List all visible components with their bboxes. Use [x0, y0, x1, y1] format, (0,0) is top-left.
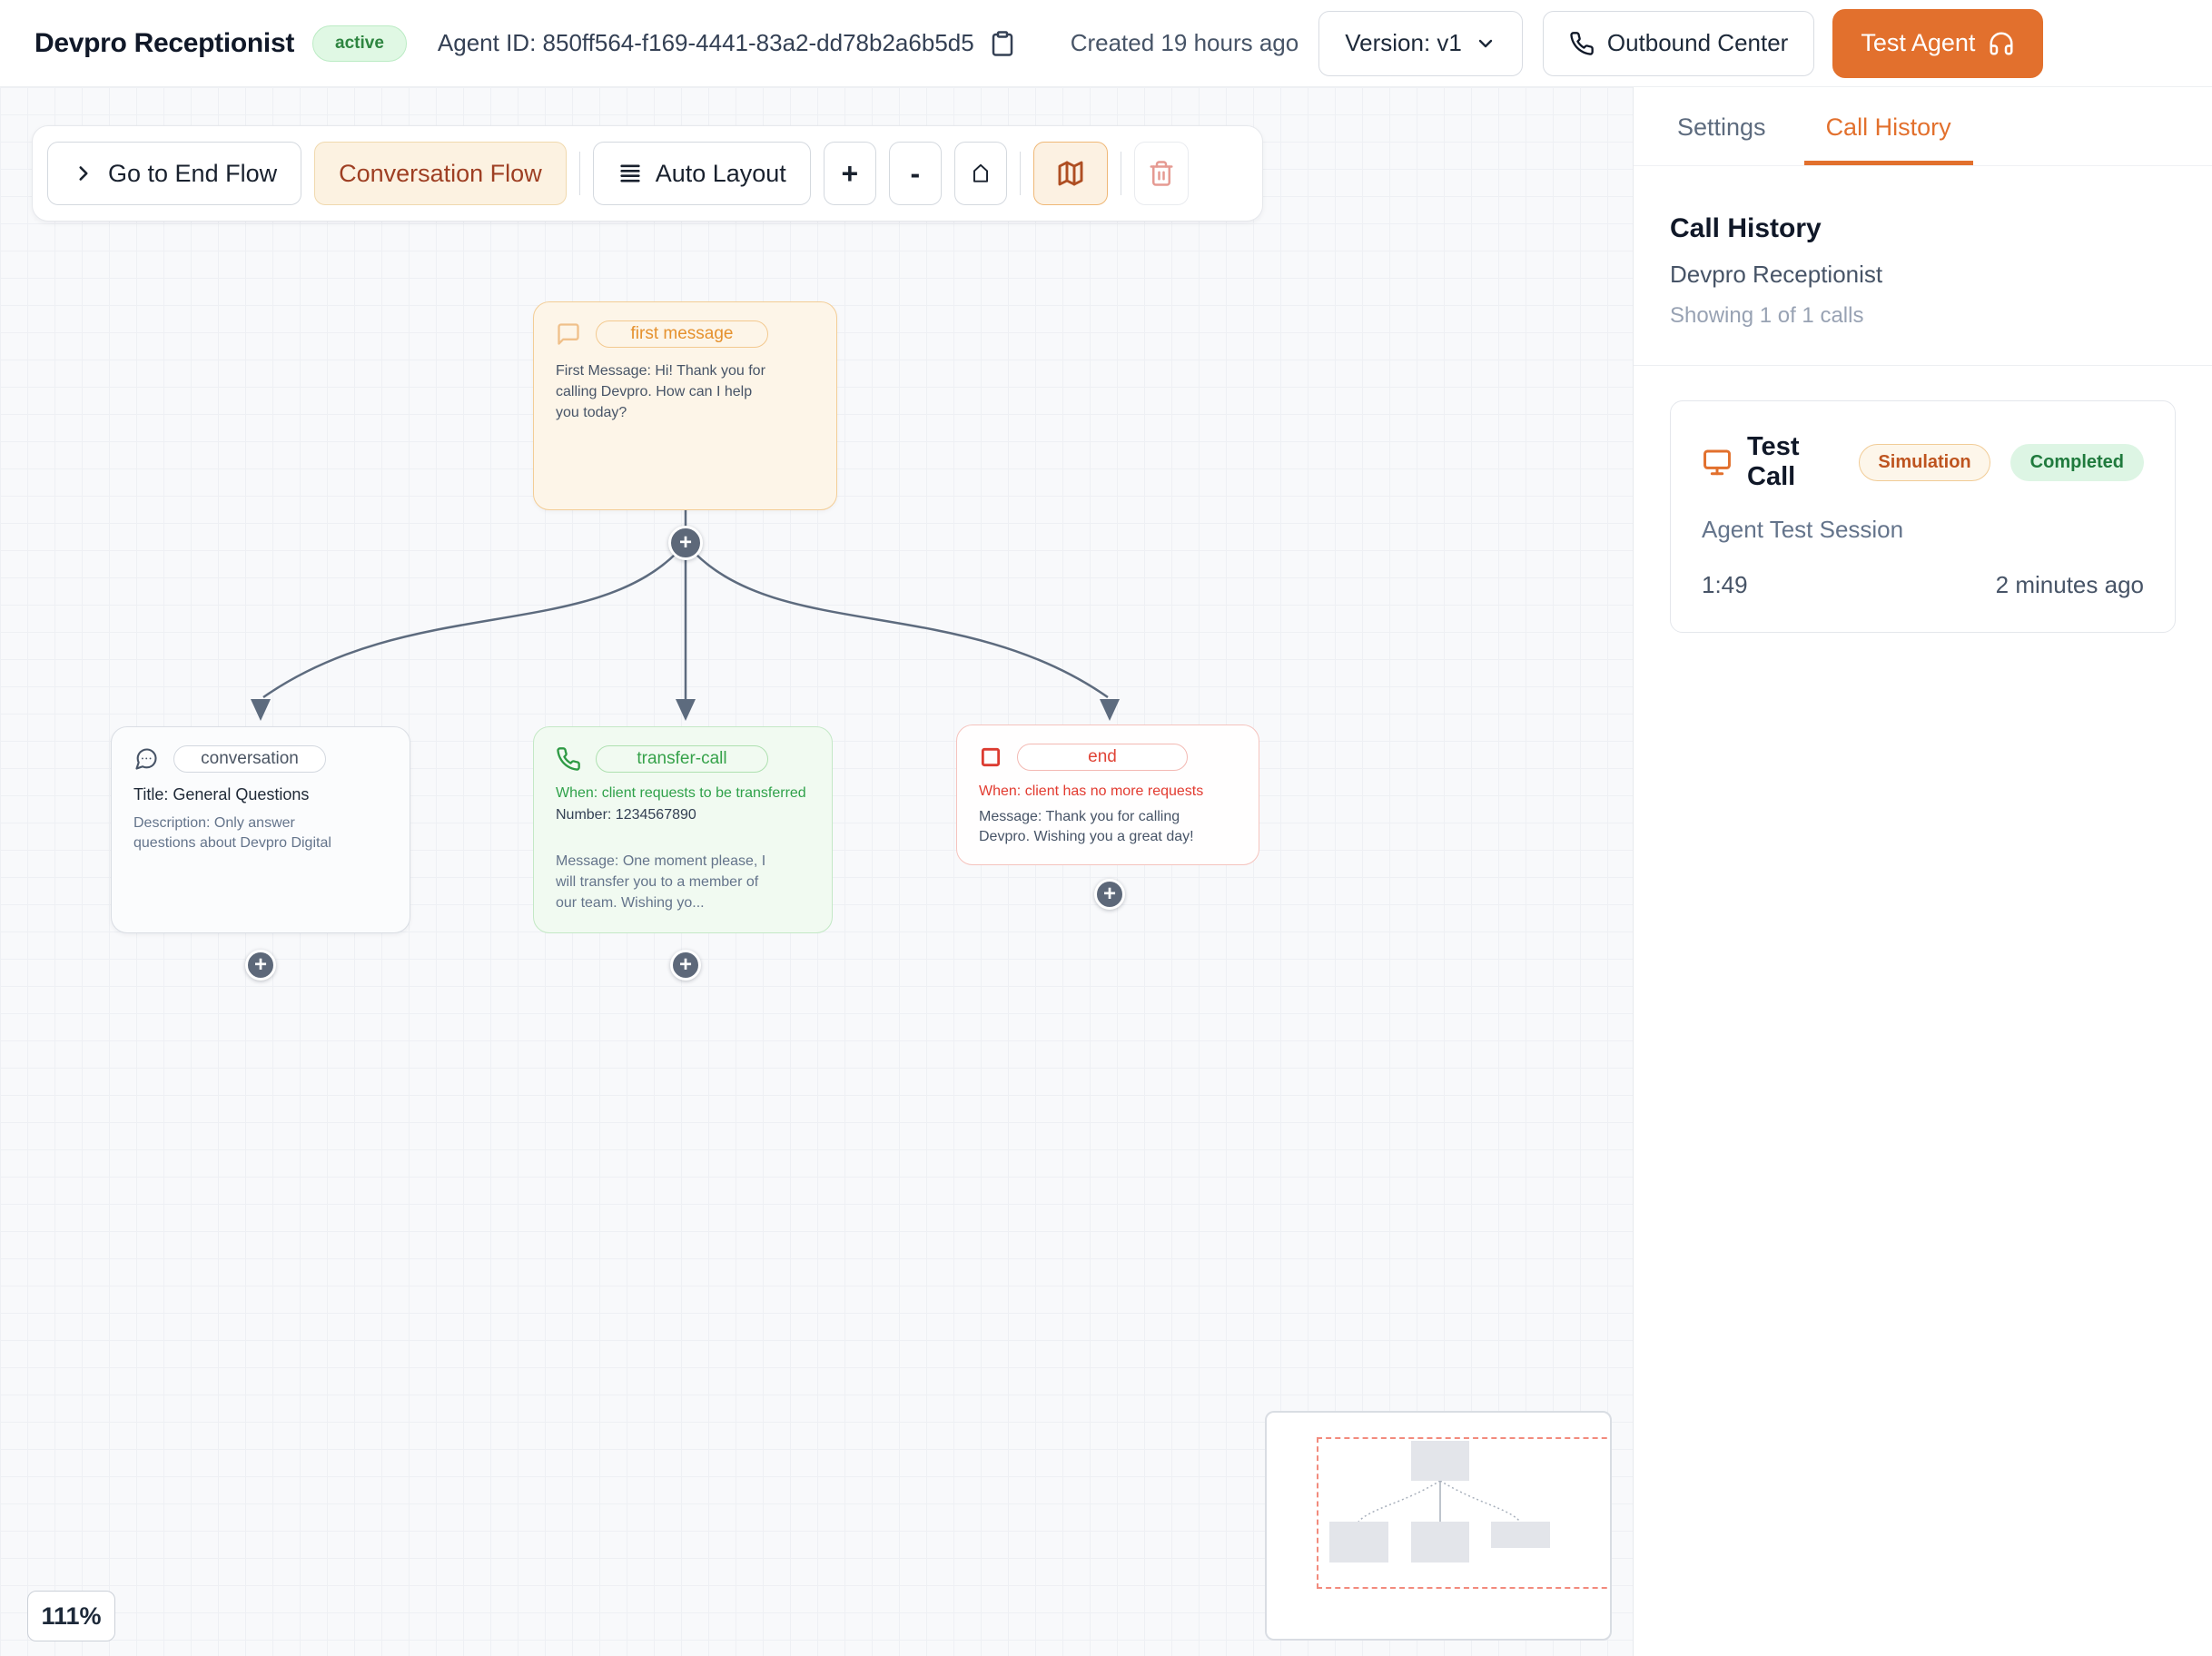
delete-button[interactable]	[1133, 142, 1189, 205]
chat-dots-icon	[133, 746, 159, 772]
call-title: Test Call	[1747, 432, 1800, 491]
node-type-badge: transfer-call	[596, 745, 768, 773]
node-body-text: First Message: Hi! Thank you for calling…	[556, 363, 765, 421]
plus-icon: +	[678, 952, 692, 977]
outbound-center-button[interactable]: Outbound Center	[1542, 10, 1815, 76]
created-text: Created 19 hours ago	[1070, 29, 1299, 56]
test-agent-button[interactable]: Test Agent	[1832, 8, 2044, 78]
plus-icon: +	[1102, 882, 1116, 906]
call-card-header: Test Call Simulation Completed	[1702, 432, 2144, 492]
minimap-node	[1491, 1522, 1550, 1548]
go-to-end-flow-label: Go to End Flow	[108, 159, 278, 187]
node-end[interactable]: end When: client has no more requests Me…	[956, 724, 1259, 865]
node-number-text: Number: 1234567890	[556, 807, 696, 823]
minimap-node	[1329, 1522, 1388, 1562]
plus-icon: +	[678, 530, 692, 555]
minimap-viewport[interactable]	[1317, 1437, 1610, 1589]
call-meta-row: 1:49 2 minutes ago	[1702, 571, 2144, 599]
plus-icon: +	[253, 952, 267, 977]
stop-square-icon	[979, 745, 1002, 769]
clipboard-icon	[989, 30, 1016, 57]
copy-agent-id-button[interactable]	[989, 30, 1016, 57]
go-to-end-flow-button[interactable]: Go to End Flow	[47, 142, 302, 205]
toolbar-divider	[578, 152, 580, 195]
conversation-flow-label: Conversation Flow	[339, 159, 542, 187]
tab-call-history[interactable]: Call History	[1803, 113, 1973, 165]
minimap[interactable]	[1265, 1411, 1612, 1641]
minimap-toggle-button[interactable]	[1032, 142, 1108, 205]
node-header: end	[979, 744, 1237, 771]
node-header: transfer-call	[556, 745, 810, 773]
call-status-badge: Completed	[2010, 443, 2144, 481]
minimap-node	[1411, 1522, 1469, 1562]
zoom-in-button[interactable]: +	[823, 142, 876, 205]
chevron-right-icon	[72, 162, 95, 185]
node-first-message[interactable]: first message First Message: Hi! Thank y…	[533, 301, 837, 510]
node-conversation[interactable]: conversation Title: General Questions De…	[111, 726, 410, 933]
add-node-button-first-message[interactable]: +	[668, 526, 703, 560]
add-node-button-end[interactable]: +	[1094, 879, 1125, 910]
plus-glyph: +	[841, 156, 859, 190]
node-title: Title: General Questions	[133, 785, 310, 803]
right-sidebar: Settings Call History Call History Devpr…	[1633, 87, 2212, 1656]
test-agent-label: Test Agent	[1861, 29, 1976, 56]
conversation-flow-button[interactable]: Conversation Flow	[314, 142, 567, 205]
node-transfer-call[interactable]: transfer-call When: client requests to b…	[533, 726, 833, 933]
node-description: Description: Only answer questions about…	[133, 815, 331, 852]
add-node-button-conversation[interactable]: +	[245, 950, 276, 981]
add-node-button-transfer-call[interactable]: +	[670, 950, 701, 981]
phone-icon	[556, 746, 581, 772]
page-title: Devpro Receptionist	[35, 27, 295, 58]
node-message-text: Message: One moment please, I will trans…	[556, 853, 766, 912]
chat-square-icon	[556, 321, 581, 347]
status-badge: active	[312, 25, 407, 62]
fit-view-button[interactable]	[953, 142, 1007, 205]
node-type-badge: first message	[596, 320, 768, 348]
headphones-icon	[1988, 30, 2015, 57]
flow-canvas[interactable]: Go to End Flow Conversation Flow Auto La…	[0, 87, 1633, 1656]
node-header: conversation	[133, 745, 388, 773]
map-icon	[1056, 159, 1085, 188]
minus-glyph: -	[910, 156, 921, 190]
sidebar-tabs: Settings Call History	[1634, 87, 2212, 166]
menu-lines-icon	[617, 161, 643, 186]
call-history-item[interactable]: Test Call Simulation Completed Agent Tes…	[1670, 400, 2176, 633]
phone-icon	[1569, 31, 1595, 56]
toolbar-divider	[1019, 152, 1021, 195]
sidebar-content: Call History Devpro Receptionist Showing…	[1634, 166, 2212, 633]
agent-id-text: Agent ID: 850ff564-f169-4441-83a2-dd78b2…	[437, 29, 974, 56]
trash-icon	[1148, 160, 1175, 187]
call-time-ago: 2 minutes ago	[1995, 571, 2144, 598]
zoom-out-button[interactable]: -	[888, 142, 942, 205]
version-label: Version: v1	[1345, 29, 1462, 56]
node-type-badge: end	[1017, 744, 1188, 771]
minimap-edges	[1358, 1480, 1521, 1523]
divider	[1634, 365, 2212, 366]
tab-settings[interactable]: Settings	[1677, 113, 1766, 141]
call-history-heading: Call History	[1670, 213, 1822, 243]
call-duration: 1:49	[1702, 571, 1748, 598]
node-header: first message	[556, 320, 815, 348]
node-when-text: When: client requests to be transferred	[556, 785, 806, 801]
monitor-icon	[1702, 447, 1733, 478]
outbound-center-label: Outbound Center	[1606, 29, 1789, 56]
zoom-level-badge: 111%	[27, 1591, 115, 1641]
auto-layout-button[interactable]: Auto Layout	[592, 142, 811, 205]
minimap-node	[1411, 1441, 1469, 1481]
chevron-down-icon	[1475, 33, 1496, 54]
version-dropdown[interactable]: Version: v1	[1318, 10, 1523, 76]
home-icon	[969, 162, 992, 185]
call-history-agent-name: Devpro Receptionist	[1670, 261, 1883, 288]
node-message-text: Message: Thank you for calling Devpro. W…	[979, 809, 1194, 845]
canvas-toolbar: Go to End Flow Conversation Flow Auto La…	[32, 125, 1263, 222]
call-session-text: Agent Test Session	[1702, 516, 1904, 543]
node-type-badge: conversation	[173, 745, 326, 773]
call-type-badge: Simulation	[1859, 443, 1990, 481]
node-when-text: When: client has no more requests	[979, 784, 1204, 799]
auto-layout-label: Auto Layout	[655, 159, 786, 187]
call-count-text: Showing 1 of 1 calls	[1670, 303, 1864, 328]
header: Devpro Receptionist active Agent ID: 850…	[0, 0, 2212, 87]
